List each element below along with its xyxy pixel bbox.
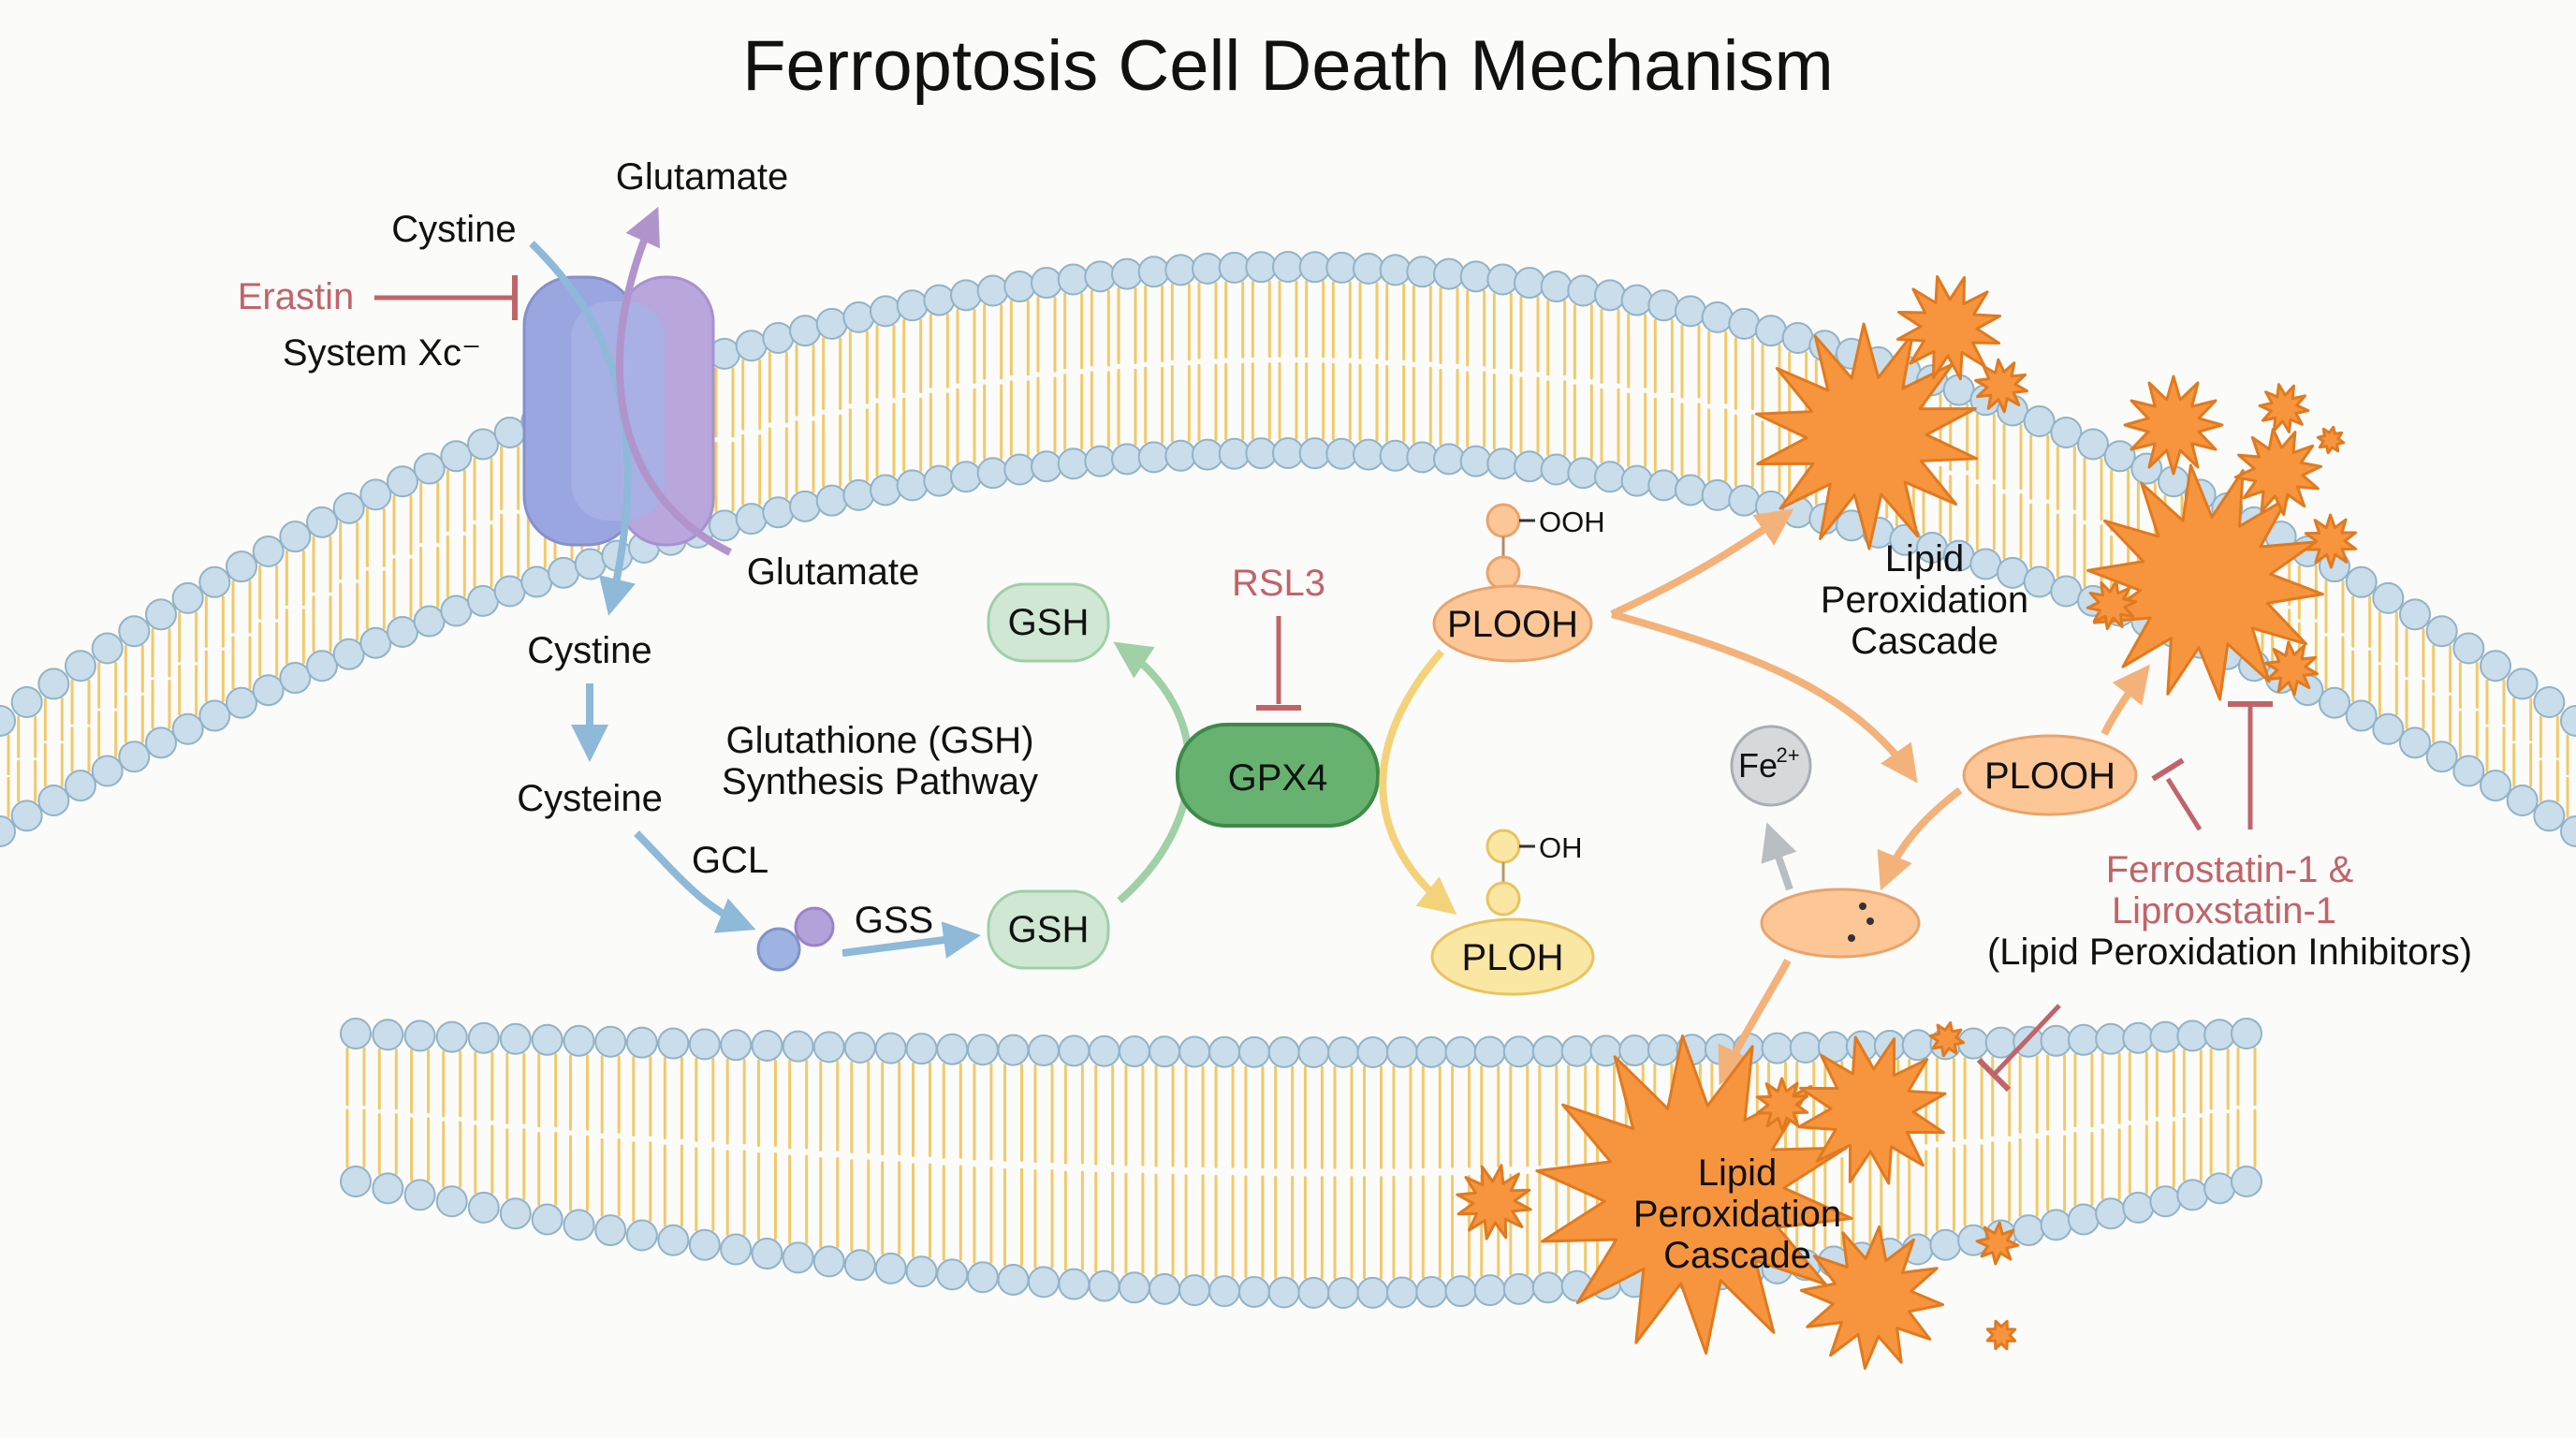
ploh-hydroxyl-icon: OH [1486,829,1583,917]
gss-to-gsh-arrow [842,921,981,959]
gsh-top-label: GSH [1008,602,1090,643]
fe-label: Fe [1738,746,1778,785]
cystine-outside-label: Cystine [391,209,516,250]
gsh-pathway-title-line2: Synthesis Pathway [722,761,1038,802]
ploh-label: PLOH [1462,937,1564,978]
ferrostatin-note-label: (Lipid Peroxidation Inhibitors) [1987,932,2472,973]
oh-group-label: OH [1539,831,1583,864]
cascade-top-line3: Cascade [1851,621,1998,662]
diagram-title: Ferroptosis Cell Death Mechanism [742,26,1834,106]
glutamate-export-arrow [615,206,732,556]
radical-dots-icon [1848,902,1874,942]
plooh-to-plooh-right-arrow [1610,610,1918,784]
system-xc-label: System Xc⁻ [283,332,481,374]
ferrostatin-inhibition-bars [1976,701,2273,1093]
lipid-peroxidation-starbursts [1456,274,2358,1371]
gpx4-label: GPX4 [1228,757,1328,799]
erastin-label: Erastin [238,276,355,317]
erastin-inhibition-bar [374,275,518,320]
gpx4-enzyme-node: GPX4 [1176,723,1380,828]
cascade-bottom-line3: Cascade [1663,1235,1811,1276]
plooh-right-to-radical-arrow [1877,786,1963,891]
iron-fe2-node: Fe 2+ [1730,725,1812,807]
cascade-top-line1: Lipid [1885,538,1965,580]
cascade-bottom-line1: Lipid [1698,1152,1778,1194]
radical-to-fe-arrow [1761,822,1797,891]
ooh-group-label: OOH [1539,506,1605,538]
cascade-bottom-line2: Peroxidation [1633,1194,1841,1235]
system-xc-transporter [522,275,715,547]
ferrostatin-label-line1: Ferrostatin-1 & [2106,849,2354,890]
ploh-node: PLOH [1430,917,1595,996]
gsh-pathway-title-line1: Glutathione (GSH) [725,720,1033,761]
ferrostatin-label-line2: Liproxstatin-1 [2112,890,2336,932]
glutamate-outside-label: Glutamate [616,156,789,198]
lower-cell-membrane [340,1018,2262,1309]
gsh-top-node: GSH [987,582,1110,663]
fe-charge-label: 2+ [1776,743,1799,767]
glutamate-inside-label: Glutamate [747,551,920,593]
gcl-enzyme-label: GCL [692,840,768,881]
cysteine-label: Cysteine [517,778,663,819]
plooh-node: PLOOH [1432,584,1593,663]
plooh-peroxide-icon: OOH [1486,503,1605,591]
gsh-product-label: GSH [1008,909,1090,950]
gss-enzyme-label: GSS [855,900,933,941]
plooh-label: PLOOH [1447,604,1578,645]
plooh-right-node: PLOOH [1962,734,2138,816]
plooh-to-cascade-arrow [1610,508,1794,618]
dipeptide-icon [756,906,835,972]
plooh-right-label: PLOOH [1984,756,2115,797]
cascade-top-line2: Peroxidation [1821,580,2028,621]
plooh-right-to-starburst-arrow [2100,664,2150,736]
plooh-to-ploh-arrow [1379,649,1457,916]
radical-to-membrane-arrow [1718,959,1792,1086]
cysteine-to-gcl-arrow [634,830,756,933]
rsl3-inhibition-bar [1256,616,1301,711]
lipid-radical-node [1760,888,1921,959]
cystine-inside-label: Cystine [527,630,651,671]
gsh-product-node: GSH [987,889,1110,970]
rsl3-label: RSL3 [1232,563,1325,604]
